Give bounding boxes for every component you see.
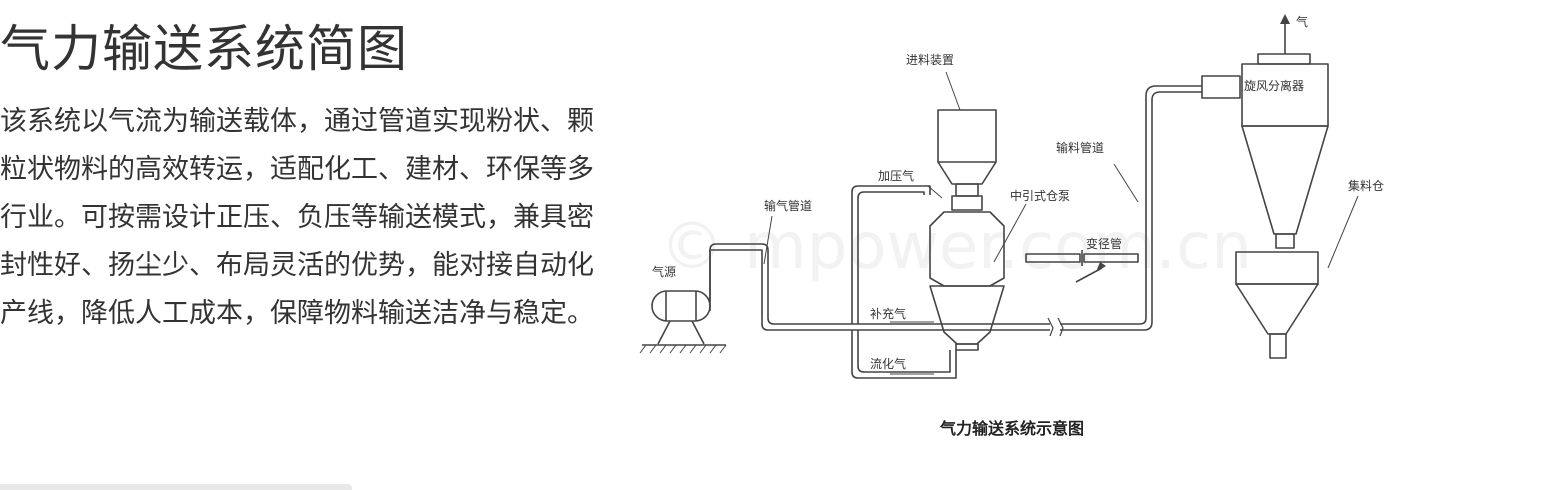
label-pressurize-air: 加压气 [878, 168, 914, 183]
label-middle-lead-pump: 中引式仓泵 [1010, 188, 1070, 203]
label-feeding-device: 进料装置 [906, 53, 954, 67]
label-fluidizing-air: 流化气 [870, 356, 906, 371]
feeding-device [937, 109, 997, 211]
pneumatic-conveying-diagram: © mpower.com.cn [639, 14, 1384, 438]
label-air-pipe: 输气管道 [764, 198, 812, 213]
label-collection-bin: 集料仓 [1348, 178, 1384, 193]
page-title: 气力输送系统简图 [0, 20, 408, 78]
label-gas-out: 气 [1296, 14, 1308, 29]
gas-out-arrow [1280, 14, 1290, 54]
reducer-arrow-icon [1096, 262, 1106, 272]
watermark: © mpower.com.cn [660, 210, 1252, 284]
collection-bin [1235, 251, 1319, 359]
diagram-caption: 气力输送系统示意图 [939, 419, 1084, 438]
cyclone-separator [1201, 53, 1329, 249]
conveying-pipe [930, 85, 1202, 337]
page-description: 该系统以气流为输送载体，通过管道实现粉状、颗粒状物料的高效转运，适配化工、建材、… [0, 106, 594, 329]
label-cyclone-separator: 旋风分离器 [1244, 78, 1304, 93]
leader-lines [763, 71, 1359, 375]
label-conveying-pipe: 输料管道 [1056, 140, 1104, 155]
label-reducer-pipe: 变径管 [1086, 236, 1122, 251]
air-supply-pipe [709, 185, 957, 379]
middle-lead-pump [929, 211, 1005, 351]
air-source-tank [639, 290, 727, 354]
label-air-source: 气源 [652, 264, 676, 279]
scroll-strip [0, 484, 352, 490]
label-supplement-air: 补充气 [870, 306, 906, 321]
